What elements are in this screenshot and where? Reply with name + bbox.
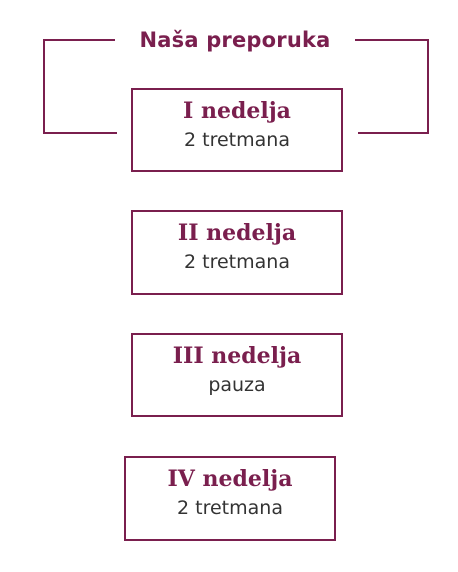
week-box-3: III nedelja pauza <box>131 333 343 417</box>
week-detail: 2 tretmana <box>177 497 283 519</box>
week-title: III nedelja <box>172 343 302 369</box>
bracket-line-top-right <box>355 39 429 41</box>
week-detail: pauza <box>208 374 266 396</box>
week-detail: 2 tretmana <box>184 251 290 273</box>
week-detail: 2 tretmana <box>184 129 290 151</box>
week-box-2: II nedelja 2 tretmana <box>131 210 343 295</box>
heading-bracket <box>43 39 429 134</box>
week-title: II nedelja <box>177 220 297 246</box>
diagram-heading: Naša preporuka <box>139 28 331 52</box>
bracket-line-bottom-left <box>43 132 117 134</box>
week-title: IV nedelja <box>167 466 293 492</box>
bracket-line-bottom-right <box>358 132 429 134</box>
week-box-1: I nedelja 2 tretmana <box>131 88 343 172</box>
week-title: I nedelja <box>183 98 291 124</box>
week-box-4: IV nedelja 2 tretmana <box>124 456 336 541</box>
bracket-line-top-left <box>43 39 115 41</box>
